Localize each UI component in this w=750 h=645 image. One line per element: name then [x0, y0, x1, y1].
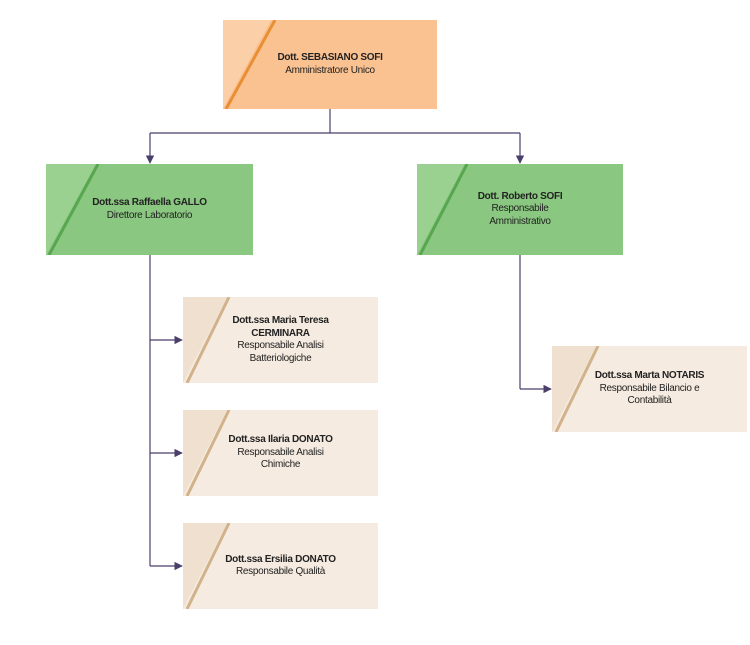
org-node-ceo: Dott. SEBASIANO SOFI Amministratore Unic… — [223, 20, 437, 109]
roberto-name: Dott. Roberto SOFI — [477, 190, 563, 202]
ersilia-role: Responsabile Qualità — [235, 566, 326, 577]
notaris-name: Dott.ssa Marta NOTARIS — [594, 370, 705, 382]
node-accent-stripe — [183, 523, 231, 609]
roberto-role-line2: Amministrativo — [489, 215, 551, 227]
roberto-role-line1: Responsabile — [491, 203, 549, 215]
cerminara-role-line2: Batteriologiche — [249, 352, 312, 364]
node-accent-stripe — [183, 297, 231, 383]
ceo-name: Dott. SEBASIANO SOFI — [277, 52, 383, 63]
cerminara-role-line1: Responsabile Analisi — [237, 340, 324, 351]
node-accent-stripe — [552, 346, 600, 432]
gallo-name: Dott.ssa Raffaella GALLO — [92, 197, 207, 208]
cerminara-name-line2: CERMINARA — [251, 327, 310, 339]
org-node-roberto: Dott. Roberto SOFI Responsabile Amminist… — [417, 164, 623, 255]
notaris-role-line1: Responsabile Bilancio e — [599, 382, 700, 394]
node-accent-stripe — [223, 20, 277, 109]
ceo-role: Amministratore Unico — [285, 64, 375, 76]
ersilia-name: Dott.ssa Ersilia DONATO — [225, 553, 336, 565]
ilaria-role-line1: Responsabile Analisi — [237, 446, 324, 458]
node-accent-stripe — [417, 164, 469, 255]
ilaria-role-line2: Chimiche — [260, 459, 301, 471]
org-node-notaris: Dott.ssa Marta NOTARIS Responsabile Bila… — [552, 346, 747, 432]
ilaria-name: Dott.ssa Ilaria DONATO — [228, 434, 333, 446]
notaris-role-line2: Contabilità — [627, 395, 672, 407]
org-node-ersilia: Dott.ssa Ersilia DONATO Responsabile Qua… — [183, 523, 378, 609]
cerminara-name-line1: Dott.ssa Maria Teresa — [232, 315, 329, 326]
org-node-cerminara: Dott.ssa Maria Teresa CERMINARA Responsa… — [183, 297, 378, 383]
org-node-ilaria: Dott.ssa Ilaria DONATO Responsabile Anal… — [183, 410, 378, 496]
org-node-gallo: Dott.ssa Raffaella GALLO Direttore Labor… — [46, 164, 253, 255]
node-accent-stripe — [183, 410, 231, 496]
node-accent-stripe — [46, 164, 100, 255]
gallo-role: Direttore Laboratorio — [106, 209, 193, 221]
